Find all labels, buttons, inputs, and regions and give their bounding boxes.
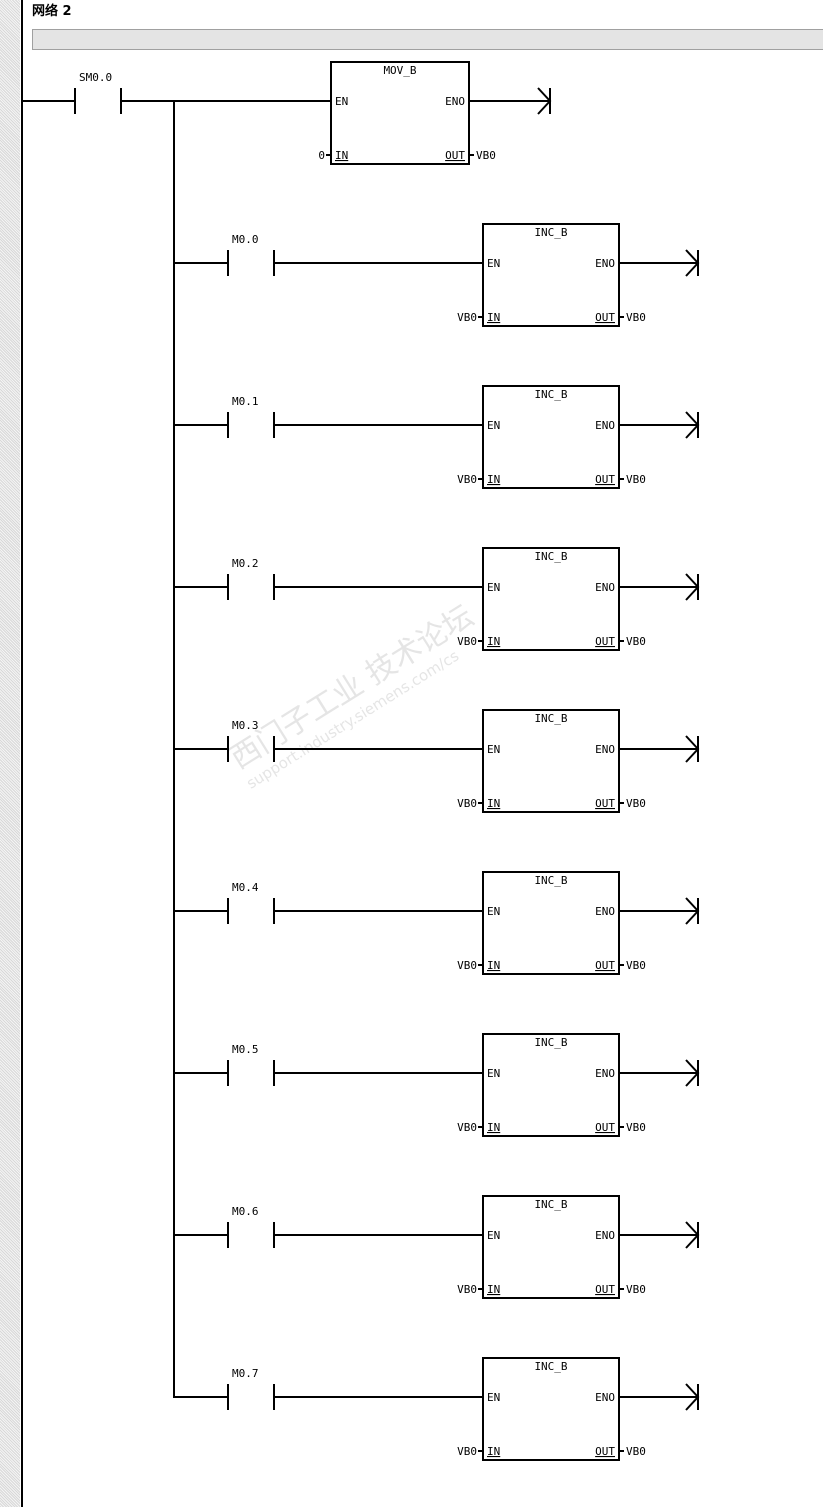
in-operand: VB0	[457, 1121, 477, 1134]
pin-eno: ENO	[595, 1391, 615, 1404]
eno-arrow-icon	[685, 735, 700, 763]
pin-out: OUT	[595, 1445, 615, 1458]
pin-in: IN	[487, 473, 500, 486]
out-operand: VB0	[626, 1445, 646, 1458]
box-name: INC_B	[534, 1198, 567, 1211]
instruction-box[interactable]	[482, 709, 620, 813]
out-operand: VB0	[626, 473, 646, 486]
pin-in: IN	[487, 635, 500, 648]
pin-en: EN	[487, 1067, 500, 1080]
pin-en: EN	[487, 1229, 500, 1242]
instruction-box[interactable]	[482, 547, 620, 651]
box-name: MOV_B	[383, 64, 416, 77]
pin-out: OUT	[595, 1121, 615, 1134]
pin-in: IN	[487, 1121, 500, 1134]
in-operand: VB0	[457, 797, 477, 810]
network-title: 网络 2	[32, 4, 72, 19]
pin-out: OUT	[595, 797, 615, 810]
box-name: INC_B	[534, 712, 567, 725]
network-comment-field[interactable]	[32, 29, 823, 50]
pin-eno: ENO	[445, 95, 465, 108]
pin-eno: ENO	[595, 743, 615, 756]
out-operand: VB0	[626, 1283, 646, 1296]
eno-arrow-icon	[685, 1221, 700, 1249]
pin-en: EN	[487, 1391, 500, 1404]
pin-en: EN	[335, 95, 348, 108]
box-name: INC_B	[534, 874, 567, 887]
eno-arrow-icon	[685, 249, 700, 277]
instruction-box[interactable]	[482, 385, 620, 489]
instruction-box[interactable]	[482, 1195, 620, 1299]
pin-out: OUT	[595, 311, 615, 324]
eno-arrow-icon	[685, 1383, 700, 1411]
in-operand: VB0	[457, 1283, 477, 1296]
in-operand: VB0	[457, 473, 477, 486]
eno-arrow-icon	[685, 1059, 700, 1087]
out-operand: VB0	[626, 1121, 646, 1134]
eno-arrow-icon	[537, 87, 552, 115]
instruction-box[interactable]	[482, 1357, 620, 1461]
pin-eno: ENO	[595, 905, 615, 918]
pin-in: IN	[487, 959, 500, 972]
pin-out: OUT	[445, 149, 465, 162]
contact-address: M0.0	[232, 233, 259, 246]
pin-en: EN	[487, 743, 500, 756]
pin-out: OUT	[595, 1283, 615, 1296]
in-operand: VB0	[457, 311, 477, 324]
out-operand: VB0	[626, 311, 646, 324]
pin-eno: ENO	[595, 257, 615, 270]
contact-address: M0.7	[232, 1367, 259, 1380]
contact-address: M0.1	[232, 395, 259, 408]
out-operand: VB0	[626, 797, 646, 810]
pin-en: EN	[487, 257, 500, 270]
in-operand: 0	[318, 149, 325, 162]
out-operand: VB0	[626, 635, 646, 648]
pin-eno: ENO	[595, 1067, 615, 1080]
pin-out: OUT	[595, 473, 615, 486]
in-operand: VB0	[457, 635, 477, 648]
box-name: INC_B	[534, 1036, 567, 1049]
box-name: INC_B	[534, 226, 567, 239]
pin-eno: ENO	[595, 1229, 615, 1242]
contact-address: M0.6	[232, 1205, 259, 1218]
contact-address: SM0.0	[79, 71, 112, 84]
pin-en: EN	[487, 419, 500, 432]
eno-arrow-icon	[685, 897, 700, 925]
instruction-box[interactable]	[482, 223, 620, 327]
contact-address: M0.3	[232, 719, 259, 732]
pin-en: EN	[487, 905, 500, 918]
out-operand: VB0	[476, 149, 496, 162]
pin-en: EN	[487, 581, 500, 594]
pin-eno: ENO	[595, 419, 615, 432]
instruction-box[interactable]	[330, 61, 470, 165]
eno-arrow-icon	[685, 573, 700, 601]
in-operand: VB0	[457, 959, 477, 972]
pin-out: OUT	[595, 635, 615, 648]
out-operand: VB0	[626, 959, 646, 972]
contact-address: M0.2	[232, 557, 259, 570]
in-operand: VB0	[457, 1445, 477, 1458]
pin-in: IN	[335, 149, 348, 162]
contact-address: M0.5	[232, 1043, 259, 1056]
instruction-box[interactable]	[482, 1033, 620, 1137]
box-name: INC_B	[534, 388, 567, 401]
instruction-box[interactable]	[482, 871, 620, 975]
contact-address: M0.4	[232, 881, 259, 894]
pin-in: IN	[487, 311, 500, 324]
box-name: INC_B	[534, 550, 567, 563]
eno-arrow-icon	[685, 411, 700, 439]
left-margin-strip	[0, 0, 20, 1507]
pin-in: IN	[487, 1283, 500, 1296]
box-name: INC_B	[534, 1360, 567, 1373]
pin-in: IN	[487, 797, 500, 810]
pin-eno: ENO	[595, 581, 615, 594]
power-rail	[21, 0, 23, 1507]
pin-out: OUT	[595, 959, 615, 972]
pin-in: IN	[487, 1445, 500, 1458]
